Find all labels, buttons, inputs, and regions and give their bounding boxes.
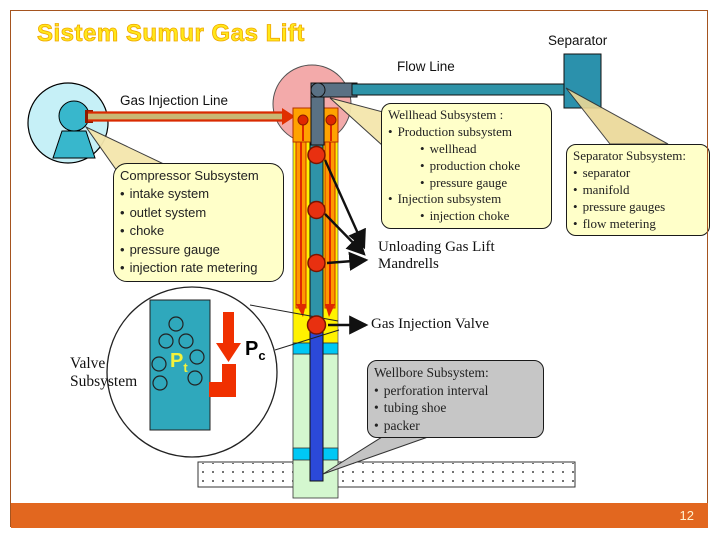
list-item: •perforation interval — [374, 382, 489, 398]
separator-box-title: Separator Subsystem: — [573, 148, 687, 163]
list-item: •pressure gauges — [573, 198, 666, 214]
list-item: •intake system — [120, 186, 210, 202]
gas-injection-line-pipe — [85, 108, 295, 125]
gas-bubbles — [151, 316, 205, 391]
list-item: •wellhead — [420, 140, 477, 156]
list-item: •flow metering — [573, 215, 656, 231]
list-item: •injection rate metering — [120, 260, 258, 276]
wellhead-box-list: •Production subsystem•wellhead•productio… — [388, 124, 545, 225]
wellbore-box-title: Wellbore Subsystem: — [374, 365, 489, 380]
list-item: •choke — [120, 223, 165, 239]
valve-subsystem-label: Valve Subsystem — [70, 355, 138, 390]
separator-subsystem-box: Separator Subsystem: •separator•manifold… — [566, 144, 710, 237]
unloading-mandrells-label: Unloading Gas Lift Mandrells — [378, 239, 495, 272]
list-item: •Injection subsystem — [388, 191, 502, 207]
valve-detail-circle — [106, 286, 278, 458]
valve-detail-leader-2 — [274, 329, 340, 351]
compressor-subsystem-box: Compressor Subsystem •intake system •outl… — [113, 163, 284, 282]
compressor-box-list: •intake system •outlet system •choke •press… — [120, 185, 277, 277]
compressor-box-title: Compressor Subsystem — [120, 168, 259, 183]
list-item: •manifold — [573, 181, 630, 197]
wellbore-subsystem-box: Wellbore Subsystem: •perforation interva… — [367, 360, 544, 439]
casing-pressure-arrow — [216, 312, 241, 362]
list-item: •Production subsystem — [388, 123, 513, 139]
gas-injection-valve-icon — [306, 315, 327, 335]
list-item: •pressure gauge — [420, 174, 508, 190]
separator-label: Separator — [548, 33, 608, 48]
slide-border — [10, 10, 708, 527]
list-item: •tubing shoe — [374, 400, 447, 416]
casing-pressure-label: Pc — [245, 338, 266, 363]
wellhead-box-title: Wellhead Subsystem : — [388, 107, 504, 122]
compressor-icon — [27, 82, 109, 164]
list-item: •pressure gauge — [120, 241, 220, 257]
list-item: •packer — [374, 417, 420, 433]
unloading-mandrells — [307, 145, 326, 273]
footer-bar: 12 — [11, 503, 708, 528]
separator-box-list: •separator•manifold•pressure gauges•flow… — [573, 165, 703, 233]
tubing-pressure-label: Pt — [170, 350, 188, 375]
list-item: •production choke — [420, 157, 521, 173]
list-item: •injection choke — [420, 208, 510, 224]
wellbore-box-list: •perforation interval •tubing shoe•packer — [374, 382, 537, 435]
gas-injection-valve-label: Gas Injection Valve — [371, 316, 490, 332]
page-number: 12 — [679, 508, 694, 523]
list-item: •outlet system — [120, 204, 207, 220]
valve-port-shape — [209, 364, 236, 397]
mandrell-arrows — [323, 159, 369, 335]
list-item: •separator — [573, 164, 631, 180]
wellhead-pipe — [310, 82, 358, 146]
gas-injection-line-label: Gas Injection Line — [120, 93, 229, 108]
flow-line-label: Flow Line — [397, 59, 455, 74]
slide-title: Sistem Sumur Gas Lift — [37, 20, 305, 48]
wellhead-subsystem-box: Wellhead Subsystem : •Production subsyst… — [381, 103, 552, 230]
